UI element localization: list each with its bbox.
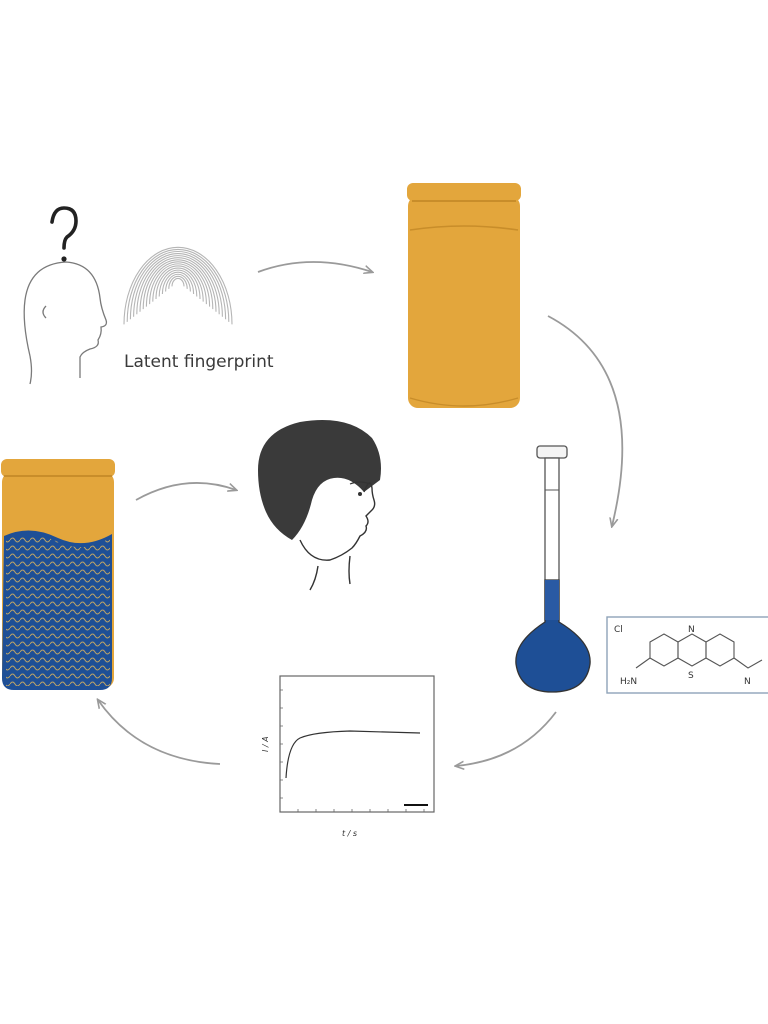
current-time-plot: I / A t / s bbox=[261, 675, 435, 838]
fingerprint-ridge bbox=[171, 277, 185, 287]
head-silhouette-icon bbox=[23, 261, 108, 385]
arrow-jar-to-flask bbox=[547, 315, 624, 526]
question-mark-icon bbox=[50, 206, 78, 262]
svg-text:N: N bbox=[688, 625, 695, 635]
fingerprint-ridge bbox=[133, 253, 223, 317]
fingerprint-icon bbox=[123, 246, 233, 325]
arrow-flask-to-graph bbox=[456, 711, 557, 766]
arrow-graph-to-jar bbox=[98, 700, 221, 765]
fingerprint-ridge bbox=[145, 261, 211, 307]
latent-fingerprint-label: Latent fingerprint bbox=[124, 352, 274, 372]
svg-text:N: N bbox=[744, 677, 751, 687]
arrow-jar-to-face bbox=[135, 482, 236, 501]
fingerprint-ridge bbox=[155, 267, 201, 300]
y-ticks bbox=[280, 689, 283, 799]
fingerprint-ridge bbox=[152, 265, 204, 302]
svg-text:Cl: Cl bbox=[614, 625, 623, 635]
graph-y-label: I / A bbox=[261, 736, 270, 752]
jar-icon bbox=[407, 183, 521, 408]
amine-group-label: H₂N bbox=[620, 677, 637, 687]
fingerprint-ridge bbox=[149, 263, 207, 305]
volumetric-flask-icon bbox=[515, 445, 591, 693]
fingerprint-ridge bbox=[126, 248, 230, 322]
current-trace bbox=[285, 730, 421, 779]
fingerprint-ridge bbox=[168, 275, 188, 289]
fingerprint-ridge bbox=[161, 271, 195, 294]
developed-jar-icon bbox=[1, 459, 115, 690]
fingerprint-ridge bbox=[129, 250, 227, 320]
x-ticks bbox=[297, 809, 425, 812]
fingerprint-ridge bbox=[139, 257, 217, 312]
arrow-fingerprint-to-jar bbox=[257, 261, 372, 272]
fingerprint-ridge bbox=[123, 246, 233, 325]
fingerprint-ridge bbox=[142, 259, 214, 310]
face-portrait-icon bbox=[258, 420, 381, 591]
fingerprint-ridge bbox=[165, 273, 191, 292]
chemical-structure: Cl H₂N N S N bbox=[606, 616, 768, 694]
fingerprint-ridge bbox=[136, 255, 220, 315]
svg-text:S: S bbox=[688, 671, 694, 681]
fingerprint-ridge bbox=[158, 269, 198, 297]
graph-x-label: t / s bbox=[342, 829, 357, 838]
